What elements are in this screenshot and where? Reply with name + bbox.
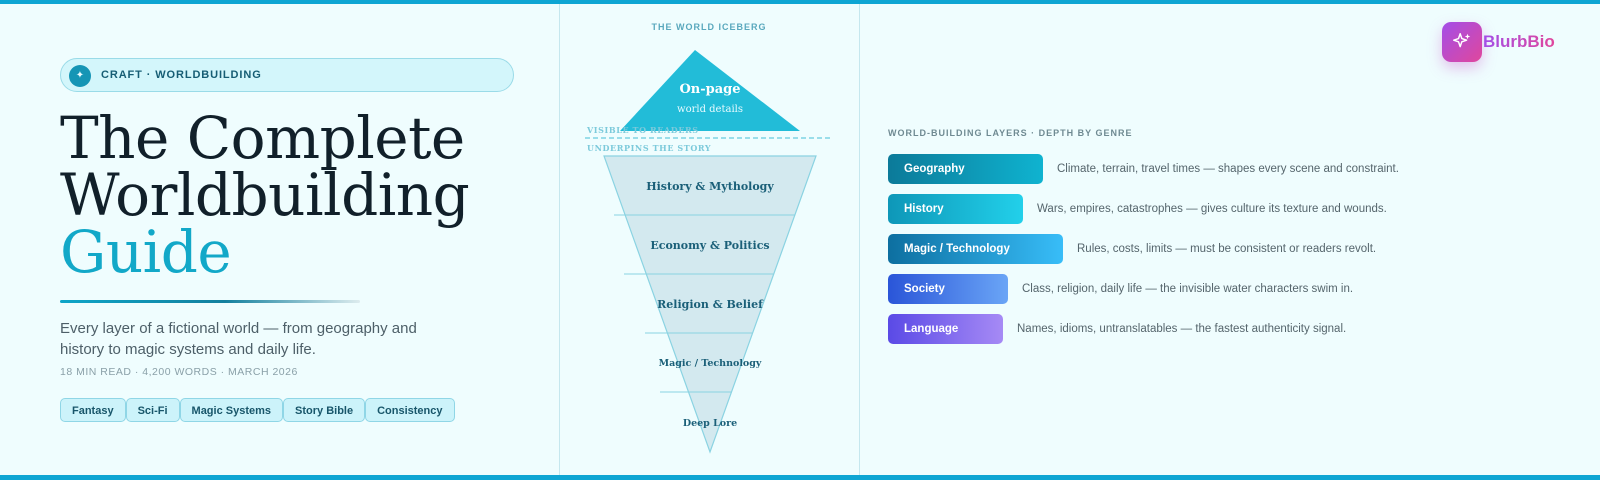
tag-magic-systems[interactable]: Magic Systems <box>179 398 284 422</box>
iceberg-layer-economy: Economy & Politics <box>650 239 769 252</box>
iceberg-layer-magic: Magic / Technology <box>659 358 762 369</box>
tag-story-bible[interactable]: Story Bible <box>283 398 366 422</box>
iceberg-layer-religion: Religion & Belief <box>657 298 764 311</box>
tag-sci-fi[interactable]: Sci-Fi <box>125 398 180 422</box>
layers-panel-title: WORLD-BUILDING LAYERS · DEPTH BY GENRE <box>888 128 1133 138</box>
underpins-label: UNDERPINS THE STORY <box>587 143 711 153</box>
layer-desc-society: Class, religion, daily life — the invisi… <box>1022 283 1354 295</box>
layer-row-geography: Geography Climate, terrain, travel times… <box>888 154 1399 184</box>
layer-desc-magic-technology: Rules, costs, limits — must be consisten… <box>1077 243 1377 255</box>
article-meta: 18 MIN READ · 4,200 WORDS · MARCH 2026 <box>60 366 298 378</box>
layer-row-magic-technology: Magic / Technology Rules, costs, limits … <box>888 234 1376 264</box>
layer-badge-language: Language <box>888 314 1003 344</box>
divider-right <box>859 4 860 475</box>
top-accent-bar <box>0 0 1600 4</box>
visible-label: VISIBLE TO READERS <box>586 125 699 135</box>
brand-logo[interactable]: BlurbBio <box>1442 22 1555 62</box>
description: Every layer of a fictional world — from … <box>60 320 417 358</box>
title-line-1: The Complete <box>60 104 465 172</box>
category-pill: ✦ CRAFT · WORLDBUILDING <box>60 58 514 92</box>
iceberg-layer-history: History & Mythology <box>646 180 774 193</box>
title-line-2: Worldbuilding <box>60 161 470 229</box>
layer-row-language: Language Names, idioms, untranslatables … <box>888 314 1346 344</box>
layer-desc-history: Wars, empires, catastrophes — gives cult… <box>1037 203 1387 215</box>
iceberg-tip-title: On-page <box>679 82 740 97</box>
iceberg-underwater <box>603 155 817 454</box>
layer-desc-geography: Climate, terrain, travel times — shapes … <box>1057 163 1399 175</box>
category-label: CRAFT · WORLDBUILDING <box>101 69 262 81</box>
layer-desc-language: Names, idioms, untranslatables — the fas… <box>1017 323 1347 335</box>
layer-row-history: History Wars, empires, catastrophes — gi… <box>888 194 1387 224</box>
title-line-3: Guide <box>60 218 232 286</box>
iceberg-layer-deep-lore: Deep Lore <box>683 418 737 429</box>
sparkle-icon: ✦ <box>69 65 91 87</box>
layer-badge-society: Society <box>888 274 1008 304</box>
iceberg-tip <box>620 50 800 131</box>
layer-badge-magic-technology: Magic / Technology <box>888 234 1063 264</box>
iceberg-title: THE WORLD ICEBERG <box>651 22 767 32</box>
layer-badge-geography: Geography <box>888 154 1043 184</box>
divider-left <box>559 4 560 475</box>
title-underline <box>60 300 360 303</box>
page-title: The Complete Worldbuilding Guide <box>60 104 470 286</box>
layer-badge-history: History <box>888 194 1023 224</box>
bottom-accent-bar <box>0 475 1600 480</box>
tag-fantasy[interactable]: Fantasy <box>60 398 126 422</box>
tag-consistency[interactable]: Consistency <box>365 398 455 422</box>
hero-panel: ✦ CRAFT · WORLDBUILDING The Complete Wor… <box>60 0 540 480</box>
layer-row-society: Society Class, religion, daily life — th… <box>888 274 1353 304</box>
brand-name: BlurbBio <box>1483 32 1555 51</box>
tag-list: Fantasy Sci-Fi Magic Systems Story Bible… <box>60 398 455 422</box>
iceberg-diagram: On-page world details VISIBLE TO READERS… <box>585 50 832 454</box>
iceberg-tip-subtitle: world details <box>677 104 743 115</box>
sparkles-icon <box>1442 22 1482 62</box>
